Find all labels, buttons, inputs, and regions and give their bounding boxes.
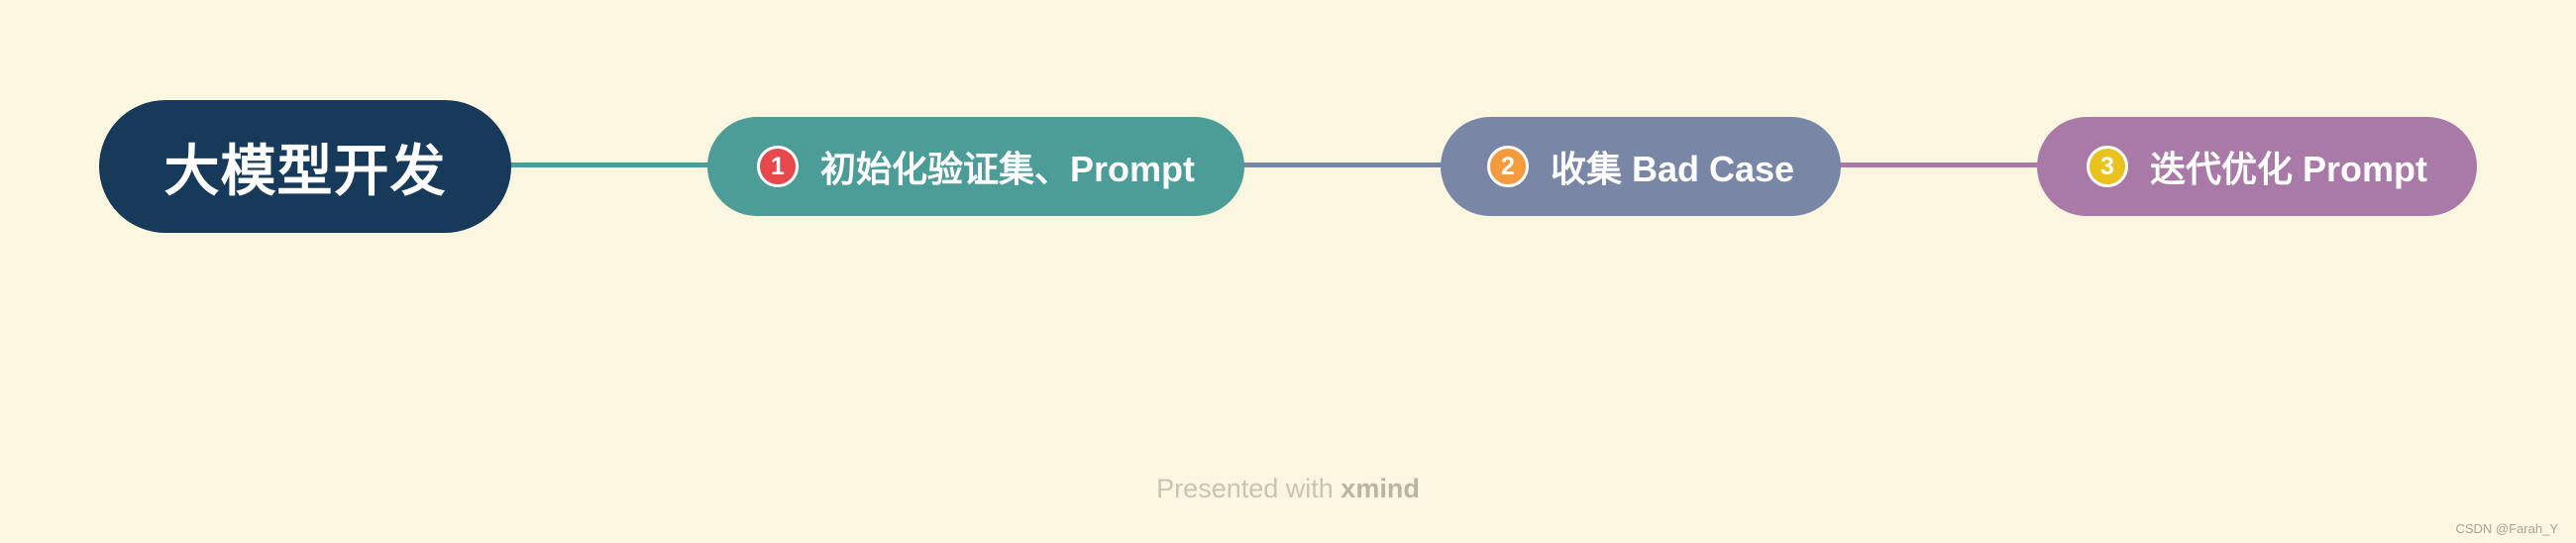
root-node-label: 大模型开发 (163, 139, 447, 202)
connector-root-topic1 (509, 163, 711, 167)
topic-node-1-label: 初始化验证集、Prompt (819, 149, 1195, 189)
topic-node-2-label: 收集 Bad Case (1550, 149, 1795, 189)
topic-node-2[interactable]: 2 收集 Bad Case (1441, 117, 1841, 216)
connector-topic2-topic3 (1837, 163, 2041, 167)
footer-prefix: Presented with (1156, 474, 1334, 503)
presented-with-footer: Presented with xmind (0, 474, 2576, 504)
topic-node-3-label: 迭代优化 Prompt (2149, 149, 2427, 189)
step-2-icon: 2 (1486, 146, 1529, 187)
step-1-icon: 1 (756, 146, 799, 187)
xmind-logo: xmind (1341, 474, 1420, 503)
topic-node-3[interactable]: 3 迭代优化 Prompt (2037, 117, 2477, 216)
watermark: CSDN @Farah_Y (2455, 521, 2558, 536)
topic-node-1[interactable]: 1 初始化验证集、Prompt (707, 117, 1244, 216)
connector-topic1-topic2 (1240, 163, 1445, 167)
root-node[interactable]: 大模型开发 (99, 100, 511, 233)
step-3-icon: 3 (2086, 146, 2128, 187)
